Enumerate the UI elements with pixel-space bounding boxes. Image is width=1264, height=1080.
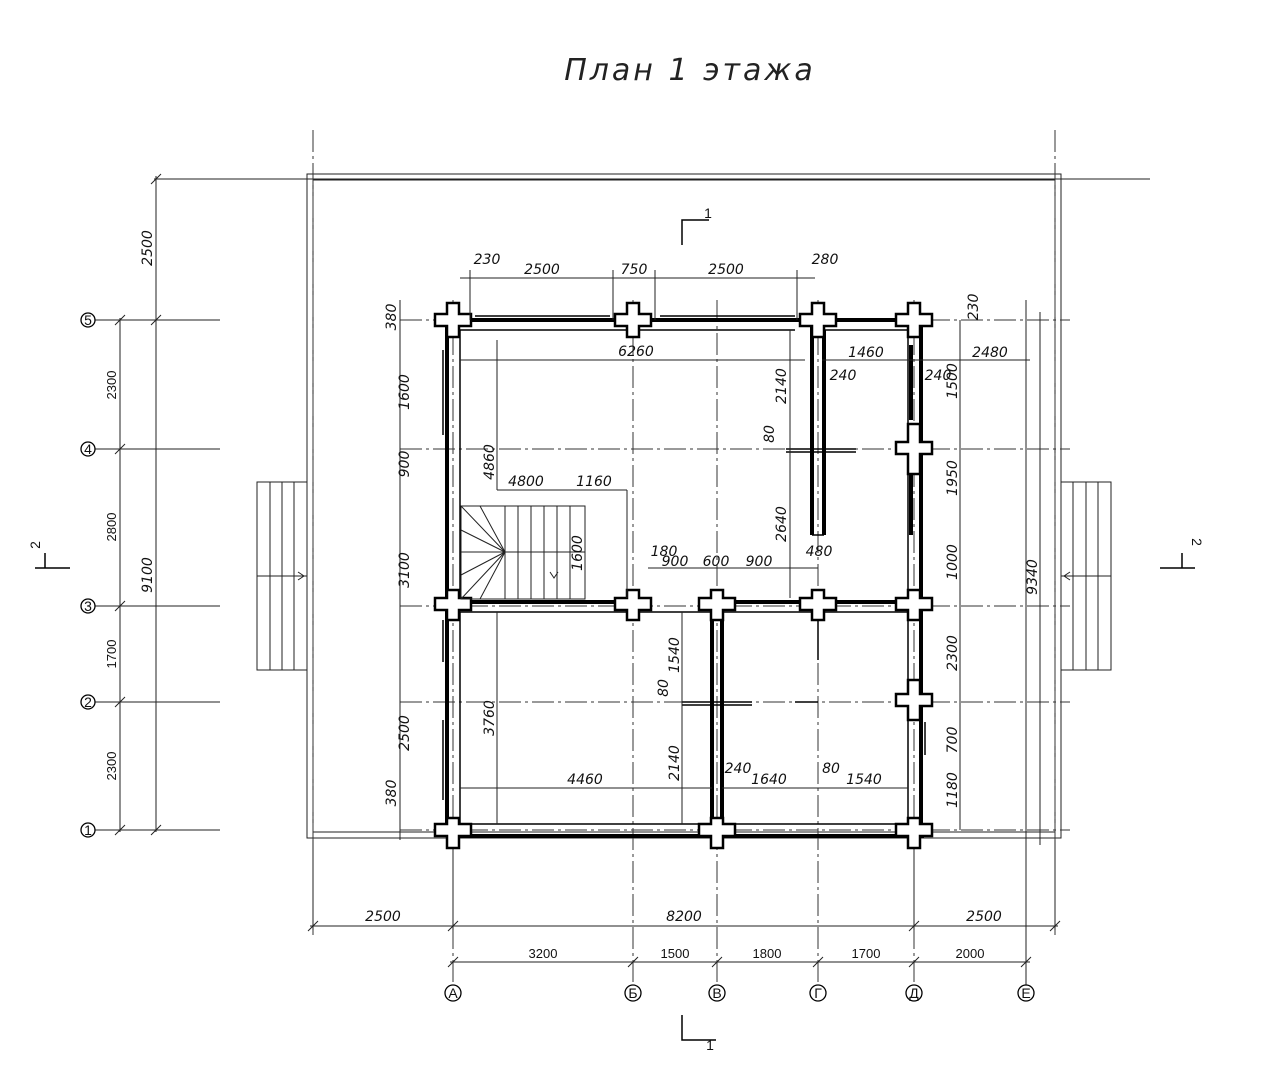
dim-1600b: 1600 xyxy=(570,535,586,571)
dim-1540b: 1540 xyxy=(846,772,882,788)
dim-180: 180 xyxy=(651,544,678,560)
col-axis-e: Е xyxy=(1021,985,1030,1001)
dim-230-right: 230 xyxy=(966,294,982,321)
dim-1160: 1160 xyxy=(576,474,612,490)
dim-overhang-top: 2500 xyxy=(140,230,156,266)
dimension-labels: 230 2500 750 2500 280 6260 1460 2480 240… xyxy=(384,252,1041,808)
terrace-outline xyxy=(154,130,1150,935)
log-joints xyxy=(433,301,934,850)
row-axis-2: 2 xyxy=(84,694,92,710)
section-2-left-label: 2 xyxy=(27,541,43,549)
dim-total-width: 8200 xyxy=(666,909,702,925)
dim-1600a: 1600 xyxy=(397,374,413,410)
dim-total-height: 9100 xyxy=(140,557,156,593)
dim-380b: 380 xyxy=(384,780,400,807)
dim-240a: 240 xyxy=(830,368,857,384)
dim-top-2500a: 2500 xyxy=(524,262,560,278)
dim-overhang-right: 2500 xyxy=(966,909,1002,925)
dim-9340: 9340 xyxy=(1025,559,1041,595)
dim-900c: 900 xyxy=(746,554,773,570)
dim-4860: 4860 xyxy=(482,444,498,480)
dim-6260: 6260 xyxy=(618,344,654,360)
col-axis-v: В xyxy=(712,985,721,1001)
dim-2500-inner: 2500 xyxy=(397,715,413,751)
dimension-guides xyxy=(399,270,1041,845)
col-axis-g: Г xyxy=(814,985,822,1001)
row-axis-4: 4 xyxy=(84,441,92,457)
dim-3100: 3100 xyxy=(397,552,413,588)
left-dimension-chain: 2300 2800 1700 2300 2500 9100 xyxy=(104,173,162,836)
bottom-dimension-chain: 2500 8200 2500 3200 1500 1800 1700 2000 xyxy=(307,840,1061,968)
dim-1640: 1640 xyxy=(751,772,787,788)
dim-80b: 80 xyxy=(656,679,672,697)
dim-3760: 3760 xyxy=(482,700,498,736)
drawing-title: План 1 этажа xyxy=(564,53,816,88)
dim-2140b: 2140 xyxy=(667,745,683,781)
col-axis-b: Б xyxy=(628,985,637,1001)
dim-2480: 2480 xyxy=(972,345,1008,361)
dim-axis-d-e: 2000 xyxy=(956,946,985,961)
row-axis-markers: 5 4 3 2 1 xyxy=(80,312,96,838)
dim-80a: 80 xyxy=(762,425,778,443)
dim-900a: 900 xyxy=(397,451,413,478)
dim-axis-g-d: 1700 xyxy=(852,946,881,961)
row-axis-3: 3 xyxy=(84,598,92,614)
dim-1000: 1000 xyxy=(945,544,961,580)
building-walls xyxy=(442,315,926,838)
dim-4460: 4460 xyxy=(567,772,603,788)
dim-240c: 240 xyxy=(725,761,752,777)
dim-380a: 380 xyxy=(384,304,400,331)
dim-240b: 240 xyxy=(925,368,952,384)
section-2-right-label: 2 xyxy=(1189,538,1205,546)
row-axis-1: 1 xyxy=(84,822,92,838)
dim-4800: 4800 xyxy=(508,474,544,490)
row-axis-5: 5 xyxy=(84,312,92,328)
dim-row-2-1: 2300 xyxy=(104,752,119,781)
right-porch-steps xyxy=(1060,481,1112,671)
dim-1180: 1180 xyxy=(945,772,961,808)
dim-overhang-left: 2500 xyxy=(365,909,401,925)
dim-axis-v-g: 1800 xyxy=(753,946,782,961)
dim-top-750: 750 xyxy=(621,262,648,278)
dim-top-2500b: 2500 xyxy=(708,262,744,278)
dim-top-230: 230 xyxy=(474,252,501,268)
dim-480: 480 xyxy=(806,544,833,560)
section-1-bottom-label: 1 xyxy=(706,1037,714,1053)
dim-600: 600 xyxy=(703,554,730,570)
dim-900b: 900 xyxy=(662,554,689,570)
section-1-top-label: 1 xyxy=(704,205,712,221)
dim-1500: 1500 xyxy=(945,363,961,399)
dim-1950: 1950 xyxy=(945,460,961,496)
staircase xyxy=(460,505,586,600)
dim-2640: 2640 xyxy=(774,506,790,542)
dim-axis-b-v: 1500 xyxy=(661,946,690,961)
dim-top-280: 280 xyxy=(812,252,839,268)
left-porch-steps xyxy=(256,481,308,671)
dim-1540a: 1540 xyxy=(667,637,683,673)
dim-1460: 1460 xyxy=(848,345,884,361)
dim-axis-a-b: 3200 xyxy=(529,946,558,961)
col-axis-d: Д xyxy=(909,985,919,1001)
dim-2300-inner: 2300 xyxy=(945,635,961,671)
dim-row-3-2: 1700 xyxy=(104,640,119,669)
column-grid-lines xyxy=(452,300,1027,990)
dim-row-4-3: 2800 xyxy=(104,513,119,542)
dim-2140a: 2140 xyxy=(774,368,790,404)
col-axis-a: А xyxy=(448,985,458,1001)
dim-row-5-4: 2300 xyxy=(104,371,119,400)
dim-700: 700 xyxy=(945,727,961,754)
section-marks: 1 1 2 2 xyxy=(27,205,1205,1053)
dim-80c: 80 xyxy=(822,761,840,777)
column-axis-markers: А Б В Г Д Е xyxy=(444,984,1035,1002)
row-grid-lines xyxy=(95,319,1070,831)
